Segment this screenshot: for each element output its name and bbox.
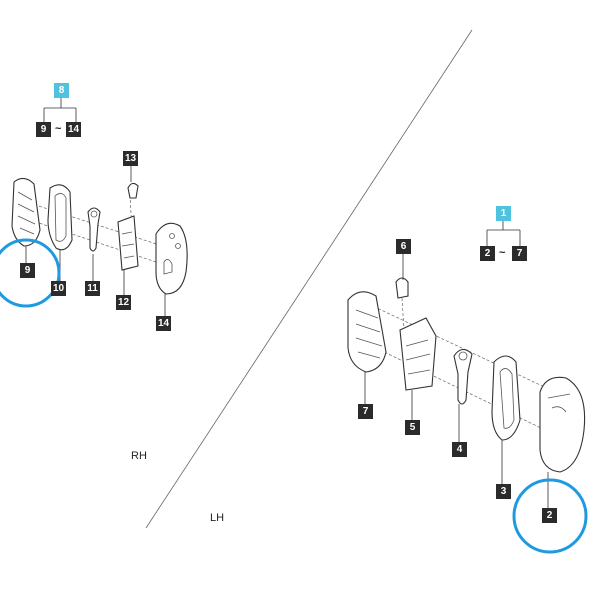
group-1-bracket: [486, 220, 521, 246]
part-14-shape: [155, 222, 188, 295]
part-11-shape: [87, 207, 101, 252]
group-label-1[interactable]: 1: [496, 206, 511, 221]
part-5-shape: [399, 317, 437, 391]
callout-11[interactable]: 11: [85, 281, 100, 296]
group-8-bracket: [43, 97, 77, 122]
callout-13[interactable]: 13: [123, 151, 139, 166]
part-12-shape: [117, 215, 139, 271]
callout-4[interactable]: 4: [452, 442, 467, 457]
callout-14[interactable]: 14: [156, 316, 172, 331]
range-separator: ~: [55, 123, 62, 135]
part-2-shape: [539, 376, 586, 473]
range-from-2[interactable]: 2: [480, 246, 495, 261]
callout-6[interactable]: 6: [396, 239, 411, 254]
range-from-9[interactable]: 9: [36, 122, 51, 137]
callout-7[interactable]: 7: [358, 404, 373, 419]
range-to-7[interactable]: 7: [512, 246, 527, 261]
lh-parts: [347, 254, 586, 508]
part-6-shape: [395, 277, 409, 299]
callout-10[interactable]: 10: [51, 281, 67, 296]
range-separator: ~: [499, 247, 506, 259]
group-label-8[interactable]: 8: [54, 83, 69, 98]
callout-2[interactable]: 2: [542, 508, 557, 523]
highlight-circle-2: [512, 478, 588, 554]
callout-3[interactable]: 3: [496, 484, 511, 499]
part-7-shape: [347, 291, 387, 373]
callout-9[interactable]: 9: [20, 263, 35, 278]
side-label-lh: LH: [210, 512, 225, 524]
part-13-shape: [127, 182, 139, 199]
range-to-14[interactable]: 14: [66, 122, 82, 137]
divider-line: [145, 29, 473, 529]
part-9-shape: [11, 177, 41, 247]
callout-12[interactable]: 12: [116, 295, 132, 310]
part-10-shape: [47, 184, 73, 251]
side-label-rh: RH: [131, 450, 147, 462]
part-4-shape: [453, 348, 473, 405]
highlight-circle-9: [0, 238, 61, 308]
callout-5[interactable]: 5: [405, 420, 420, 435]
part-3-shape: [491, 355, 521, 441]
